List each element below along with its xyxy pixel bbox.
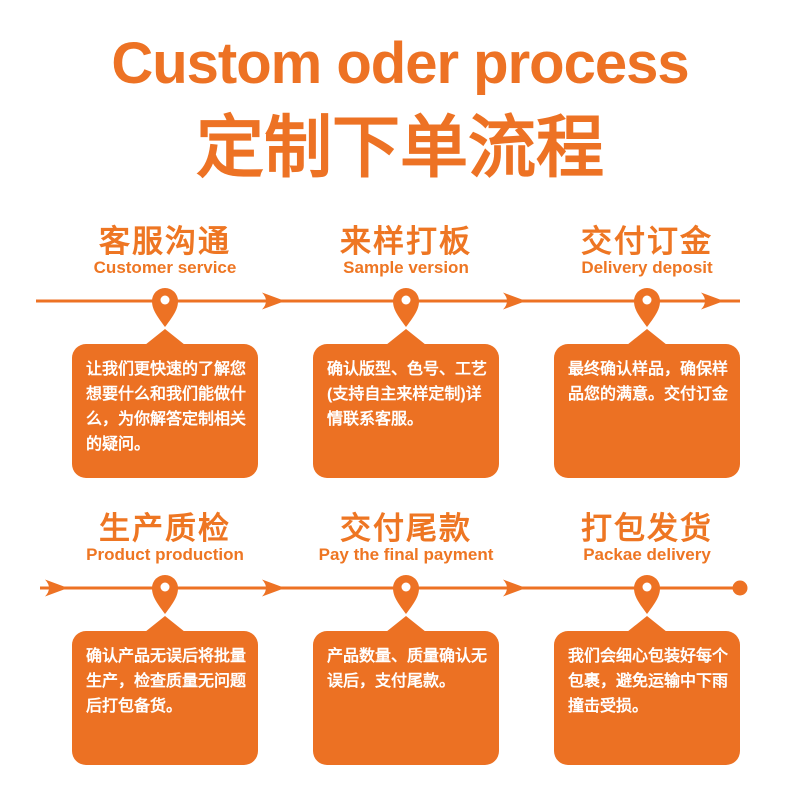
- location-pin-icon: [634, 575, 660, 614]
- step-2-description: 确认版型、色号、工艺(支持自主来样定制)详情联系客服。: [313, 344, 499, 478]
- arrow-right-icon: [503, 292, 526, 310]
- location-pin-icon: [393, 288, 419, 327]
- speech-pointer: [386, 329, 426, 345]
- step-1-subtitle: Customer service: [93, 258, 237, 277]
- step-4-title: 生产质检: [99, 511, 231, 546]
- step-6-description: 我们会细心包装好每个包裹，避免运输中下雨撞击受损。: [554, 631, 740, 765]
- speech-pointer: [627, 616, 667, 632]
- page-title-english: Custom oder process: [111, 31, 689, 96]
- speech-pointer: [145, 616, 185, 632]
- step-1-description: 让我们更快速的了解您想要什么和我们能做什么，为你解答定制相关的疑问。: [72, 344, 258, 478]
- step-3-title: 交付订金: [581, 224, 713, 259]
- step-2-title: 来样打板: [340, 224, 472, 259]
- location-pin-icon: [393, 575, 419, 614]
- arrow-right-icon: [45, 579, 68, 597]
- step-3-description: 最终确认样品，确保样品您的满意。交付订金: [554, 344, 740, 478]
- arrow-right-icon: [503, 579, 526, 597]
- step-5-title: 交付尾款: [340, 511, 472, 546]
- step-5-description: 产品数量、质量确认无误后，支付尾款。: [313, 631, 499, 765]
- speech-pointer: [145, 329, 185, 345]
- location-pin-icon: [634, 288, 660, 327]
- step-6-subtitle: Packae delivery: [583, 545, 711, 564]
- flow-line-row-1: [36, 288, 740, 327]
- step-4-description: 确认产品无误后将批量生产，检查质量无问题后打包备货。: [72, 631, 258, 765]
- step-6-title: 打包发货: [581, 511, 713, 546]
- flow-line-row-2: [40, 575, 748, 614]
- step-5-subtitle: Pay the final payment: [318, 545, 494, 564]
- speech-pointer: [627, 329, 667, 345]
- page-title-chinese: 定制下单流程: [195, 108, 604, 188]
- arrow-right-icon: [701, 292, 724, 310]
- step-3-subtitle: Delivery deposit: [581, 258, 713, 277]
- arrow-right-icon: [262, 292, 285, 310]
- end-dot-icon: [732, 580, 748, 596]
- arrow-right-icon: [262, 579, 285, 597]
- location-pin-icon: [152, 288, 178, 327]
- location-pin-icon: [152, 575, 178, 614]
- speech-pointer: [386, 616, 426, 632]
- step-4-subtitle: Product production: [86, 545, 244, 564]
- step-1-title: 客服沟通: [99, 224, 231, 259]
- step-2-subtitle: Sample version: [343, 258, 469, 277]
